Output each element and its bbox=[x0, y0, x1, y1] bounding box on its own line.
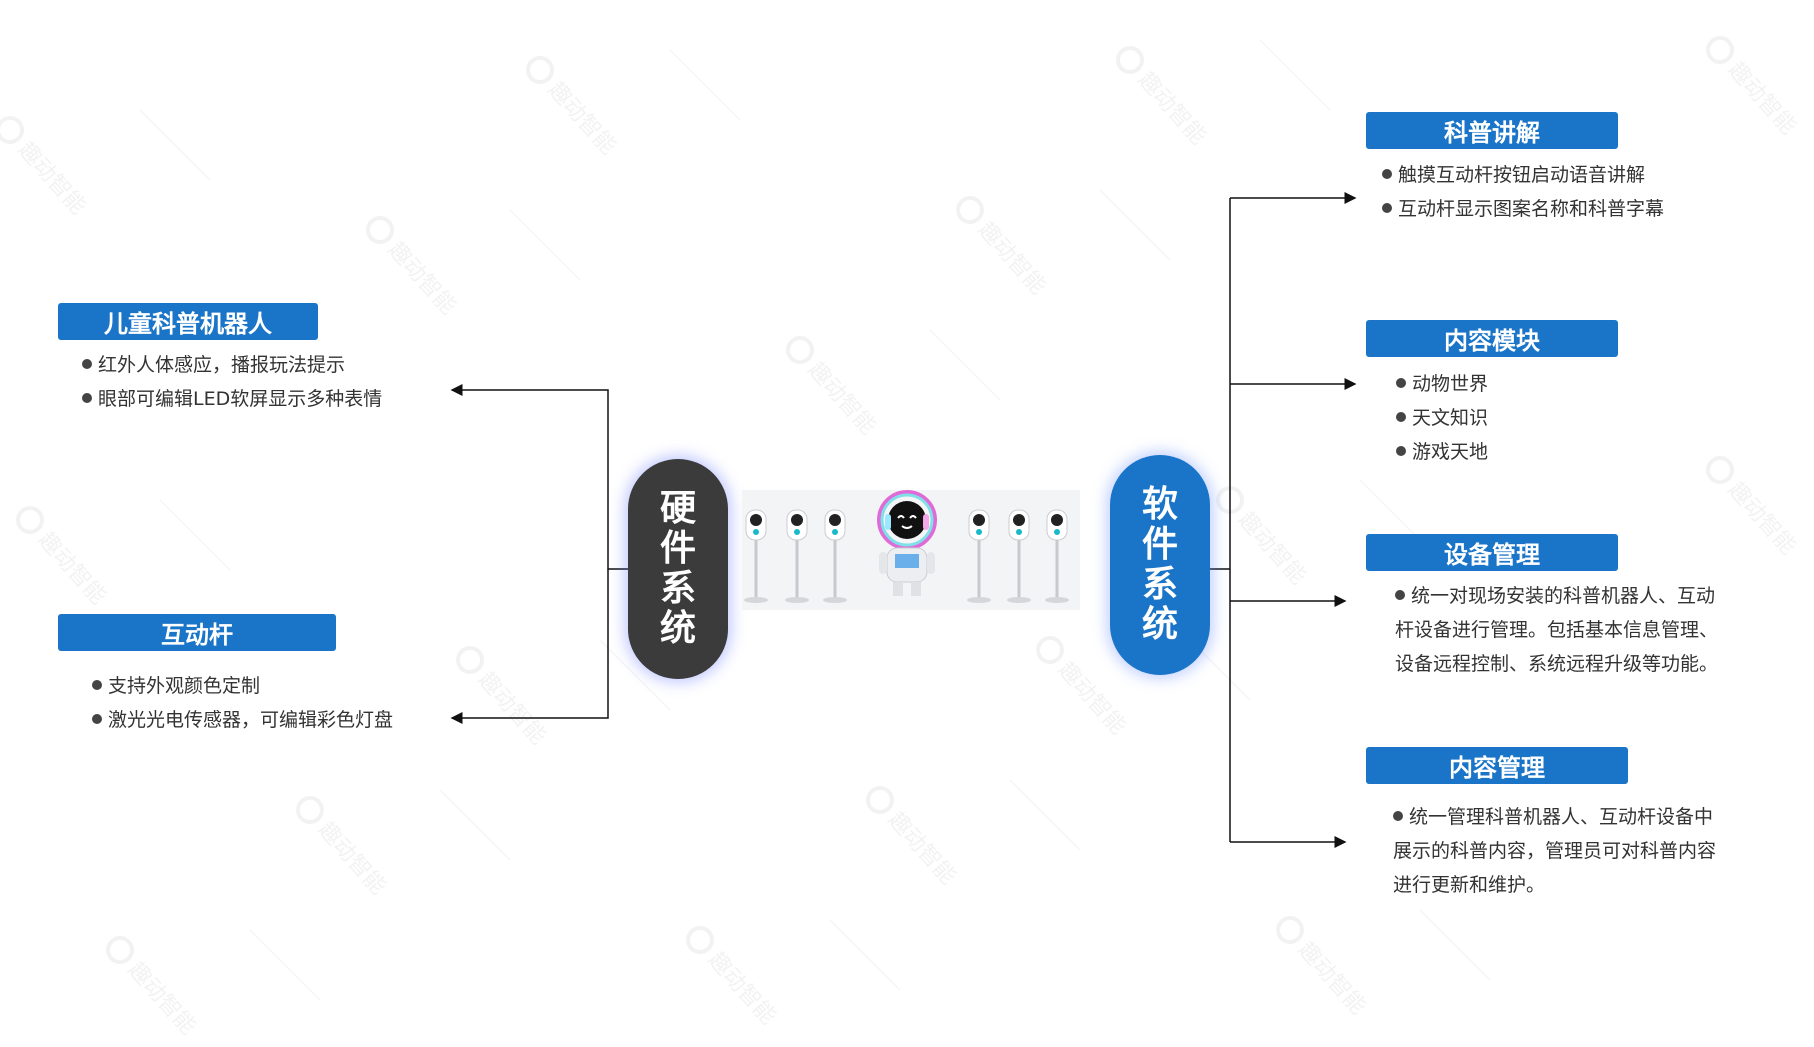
bullet-icon bbox=[1396, 445, 1406, 456]
robot-feature-list: 红外人体感应，播报玩法提示 眼部可编辑LED软屏显示多种表情 bbox=[82, 348, 382, 416]
list-item-text: 天文知识 bbox=[1412, 407, 1489, 429]
pole-feature-list: 支持外观颜色定制 激光光电传感器，可编辑彩色灯盘 bbox=[92, 669, 393, 737]
watermark-line bbox=[159, 499, 231, 571]
explain-title-tag: 科普讲解 bbox=[1366, 112, 1618, 149]
content-mgmt-text: 统一管理科普机器人、互动杆设备中展示的科普内容，管理员可对科普内容进行更新和维护… bbox=[1393, 806, 1717, 896]
content-module-title-tag: 内容模块 bbox=[1366, 320, 1618, 357]
list-item: 天文知识 bbox=[1396, 401, 1488, 435]
hw-char: 件 bbox=[659, 528, 696, 569]
watermark-line bbox=[1009, 779, 1081, 851]
list-item-text: 互动杆显示图案名称和科普字幕 bbox=[1398, 198, 1665, 220]
list-item-text: 眼部可编辑LED软屏显示多种表情 bbox=[98, 388, 383, 410]
hw-connector-robot bbox=[450, 384, 628, 570]
watermark-line bbox=[829, 919, 901, 991]
interactive-poles-left bbox=[744, 509, 847, 603]
sw-char: 系 bbox=[1141, 564, 1178, 605]
list-item-text: 支持外观颜色定制 bbox=[108, 675, 261, 697]
sw-char: 件 bbox=[1141, 524, 1178, 565]
content-mgmt-title-tag: 内容管理 bbox=[1366, 747, 1628, 784]
hardware-system-pill: 硬 件 系 统 bbox=[628, 459, 728, 679]
bullet-icon bbox=[82, 358, 92, 369]
bullet-icon bbox=[1396, 377, 1406, 388]
watermark-line bbox=[1419, 909, 1491, 981]
pole-title-tag: 互动杆 bbox=[58, 614, 336, 651]
bullet-icon bbox=[1393, 810, 1403, 821]
list-item-text: 触摸互动杆按钮启动语音讲解 bbox=[1398, 164, 1646, 186]
hw-char: 统 bbox=[659, 608, 696, 649]
robot-icon bbox=[877, 490, 937, 596]
device-mgmt-title-tag: 设备管理 bbox=[1366, 534, 1618, 571]
watermark-line bbox=[439, 789, 511, 861]
watermark-line bbox=[509, 209, 581, 281]
list-item: 红外人体感应，播报玩法提示 bbox=[82, 348, 382, 382]
sw-char: 软 bbox=[1141, 484, 1178, 525]
watermark-line bbox=[139, 109, 211, 181]
watermark-line bbox=[1099, 189, 1171, 261]
software-system-pill: 软 件 系 统 bbox=[1110, 455, 1210, 675]
bullet-icon bbox=[1396, 411, 1406, 422]
watermark-line bbox=[669, 49, 741, 121]
list-item: 互动杆显示图案名称和科普字幕 bbox=[1382, 192, 1664, 226]
sw-char: 统 bbox=[1141, 604, 1178, 645]
hw-char: 系 bbox=[659, 568, 696, 609]
bullet-icon bbox=[92, 679, 102, 690]
content-mgmt-description: 统一管理科普机器人、互动杆设备中展示的科普内容，管理员可对科普内容进行更新和维护… bbox=[1393, 800, 1723, 902]
watermark-line bbox=[1259, 39, 1331, 111]
list-item-text: 红外人体感应，播报玩法提示 bbox=[98, 354, 346, 376]
content-module-list: 动物世界 天文知识 游戏天地 bbox=[1396, 367, 1488, 469]
bullet-icon bbox=[1395, 589, 1405, 600]
robot-and-poles-illustration bbox=[742, 490, 1080, 610]
robot-title-tag: 儿童科普机器人 bbox=[58, 303, 318, 340]
hw-connector-pole bbox=[450, 569, 609, 724]
device-mgmt-text: 统一对现场安装的科普机器人、互动杆设备进行管理。包括基本信息管理、设备远程控制、… bbox=[1395, 585, 1719, 675]
watermark-line bbox=[929, 329, 1001, 401]
bullet-icon bbox=[92, 713, 102, 724]
watermark-line bbox=[249, 929, 321, 1001]
list-item: 触摸互动杆按钮启动语音讲解 bbox=[1382, 158, 1664, 192]
hw-char: 硬 bbox=[659, 488, 696, 529]
interactive-poles-right bbox=[967, 509, 1069, 603]
list-item-text: 游戏天地 bbox=[1412, 441, 1489, 463]
device-mgmt-description: 统一对现场安装的科普机器人、互动杆设备进行管理。包括基本信息管理、设备远程控制、… bbox=[1395, 579, 1729, 681]
list-item: 游戏天地 bbox=[1396, 435, 1488, 469]
list-item: 眼部可编辑LED软屏显示多种表情 bbox=[82, 382, 382, 416]
list-item: 支持外观颜色定制 bbox=[92, 669, 393, 703]
watermark-line bbox=[599, 639, 671, 711]
explain-feature-list: 触摸互动杆按钮启动语音讲解 互动杆显示图案名称和科普字幕 bbox=[1382, 158, 1664, 226]
list-item-text: 动物世界 bbox=[1412, 373, 1489, 395]
list-item-text: 激光光电传感器，可编辑彩色灯盘 bbox=[108, 709, 394, 731]
list-item: 动物世界 bbox=[1396, 367, 1488, 401]
bullet-icon bbox=[1382, 168, 1392, 179]
bullet-icon bbox=[1382, 202, 1392, 213]
bullet-icon bbox=[82, 392, 92, 403]
list-item: 激光光电传感器，可编辑彩色灯盘 bbox=[92, 703, 393, 737]
